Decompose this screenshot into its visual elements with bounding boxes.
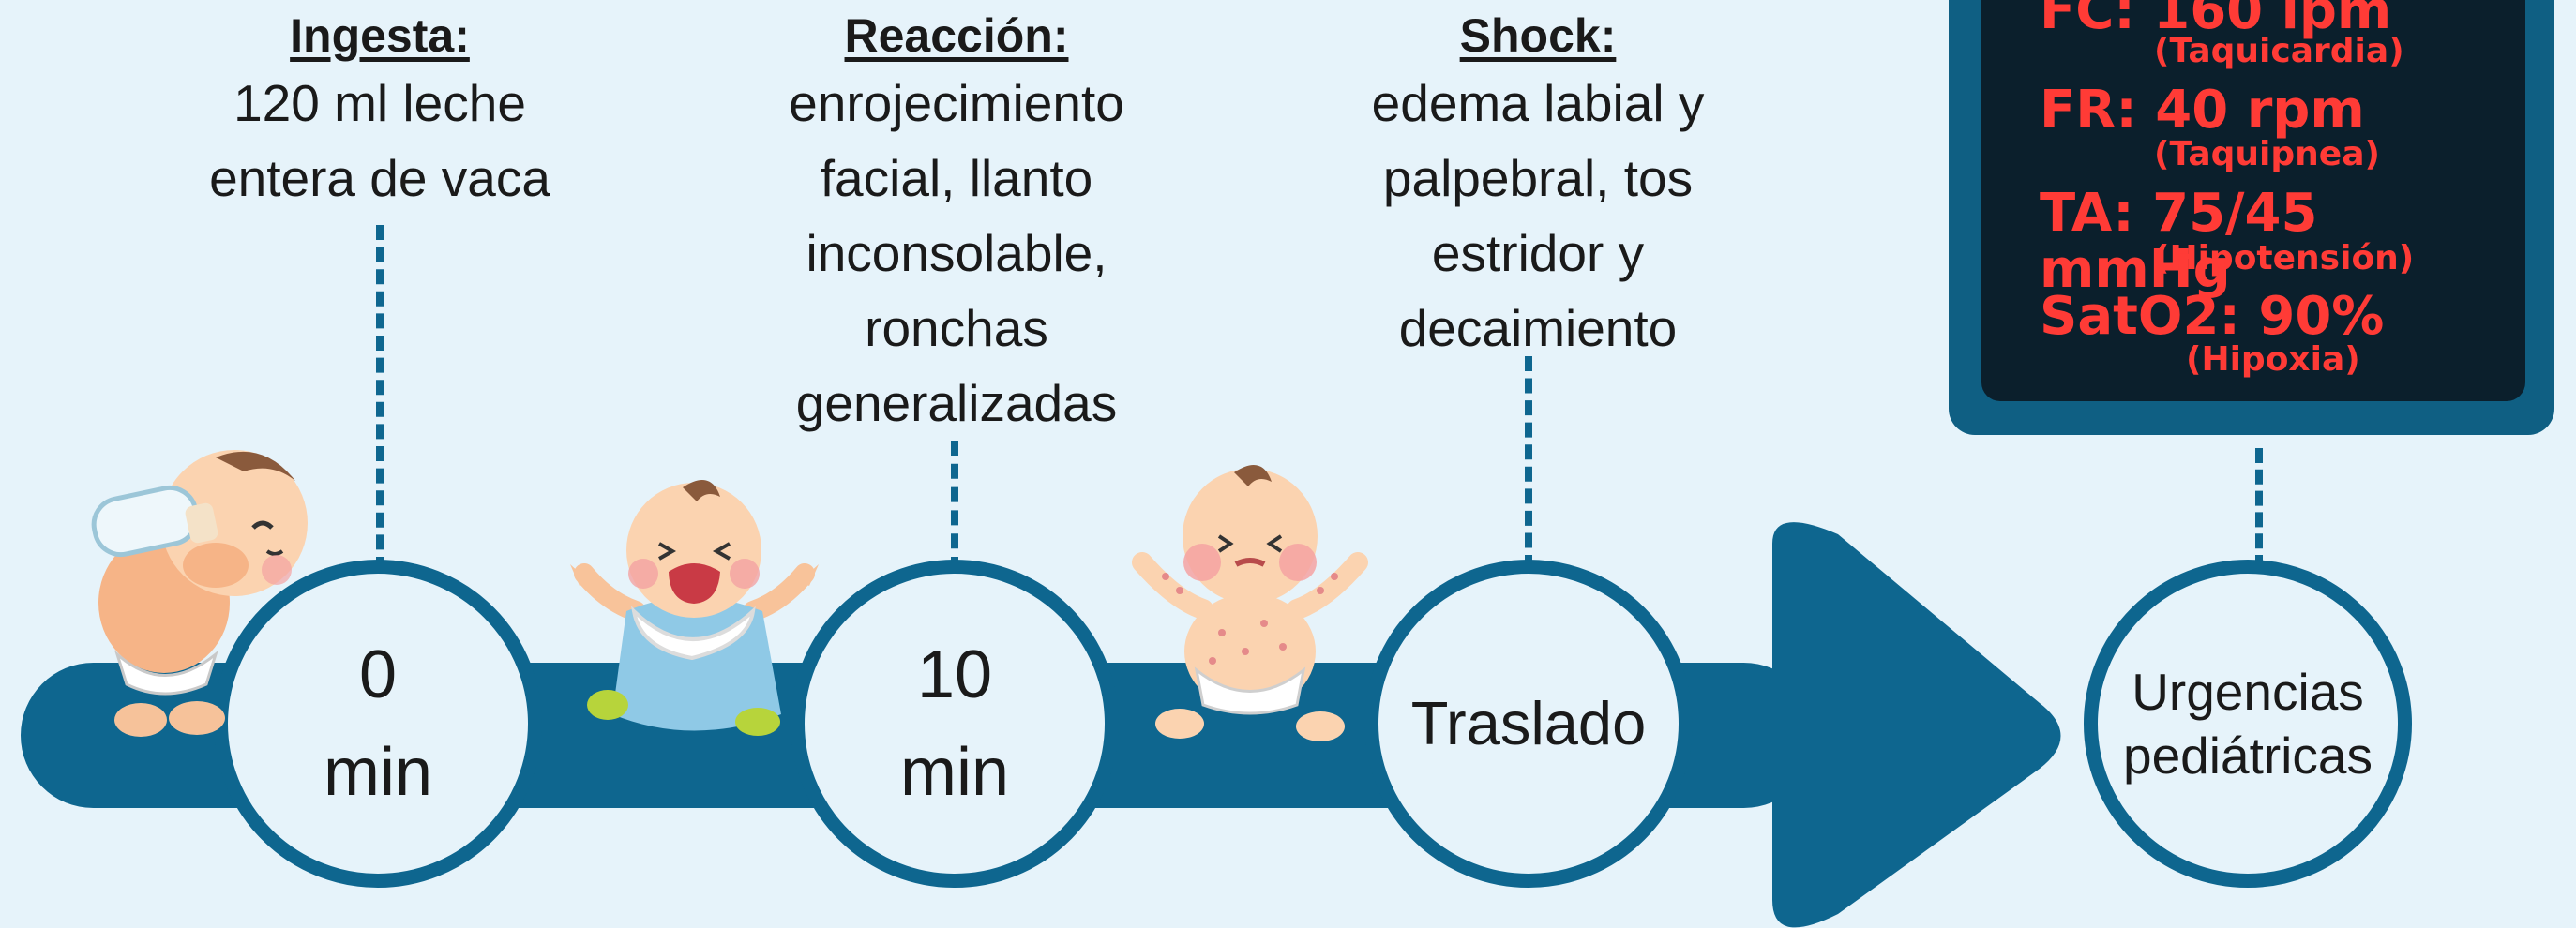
- timeline-node-10min: 10 min: [791, 560, 1119, 888]
- baby-drinking-bottle-illustration: [91, 450, 308, 737]
- event-line: decaimiento: [1398, 299, 1678, 357]
- event-shock: Shock: edema labial y palpebral, tos est…: [1294, 6, 1782, 366]
- event-line: inconsolable,: [806, 224, 1107, 282]
- event-title: Shock:: [1459, 9, 1617, 62]
- connector-dash: [2255, 448, 2263, 570]
- node-label: pediátricas: [2123, 726, 2373, 785]
- event-line: palpebral, tos: [1382, 149, 1694, 207]
- event-title: Ingesta:: [290, 9, 470, 62]
- node-label: 10: [916, 637, 993, 712]
- event-line: entera de vaca: [209, 149, 550, 207]
- vital-ta: TA: 75/45 mmHg: [2040, 186, 2525, 298]
- node-label: Traslado: [1410, 689, 1647, 757]
- node-label: min: [323, 735, 432, 810]
- node-label: min: [899, 735, 1009, 810]
- node-label: Urgencias: [2132, 663, 2364, 721]
- vital-note: (Taquicardia): [2154, 32, 2404, 70]
- vital-note: (Hipotensión): [2154, 239, 2415, 277]
- timeline-node-traslado: Traslado: [1364, 560, 1693, 888]
- event-line: estridor y: [1431, 224, 1645, 282]
- connector-dash: [951, 441, 958, 572]
- vital-label: TA: 75/45 mmHg: [2040, 183, 2318, 300]
- connector-dash: [376, 225, 384, 572]
- vital-fc: FC: 160 lpm: [2040, 0, 2391, 39]
- event-title: Reacción:: [844, 9, 1069, 62]
- vital-note: (Taquipnea): [2154, 135, 2380, 173]
- baby-crying-illustration: [570, 480, 819, 736]
- vital-label: SatO2: 90%: [2040, 286, 2385, 347]
- node-label: 0: [358, 637, 398, 712]
- vital-signs-monitor: FC: 160 lpm (Taquicardia) FR: 40 rpm (Ta…: [1949, 0, 2554, 435]
- monitor-screen: FC: 160 lpm (Taquicardia) FR: 40 rpm (Ta…: [1981, 0, 2525, 401]
- event-line: ronchas: [865, 299, 1048, 357]
- vital-sat: SatO2: 90%: [2040, 289, 2384, 345]
- connector-dash: [1525, 356, 1532, 570]
- event-line: edema labial y: [1371, 74, 1705, 132]
- event-reaccion: Reacción: enrojecimiento facial, llanto …: [713, 6, 1200, 441]
- event-line: enrojecimiento: [789, 74, 1124, 132]
- event-line: generalizadas: [795, 374, 1118, 432]
- vital-fr: FR: 40 rpm: [2040, 82, 2365, 139]
- event-ingesta: Ingesta: 120 ml leche entera de vaca: [145, 6, 614, 216]
- vital-note: (Hipoxia): [2186, 340, 2360, 379]
- vital-label: FC: 160 lpm: [2040, 0, 2392, 41]
- event-line: facial, llanto: [820, 149, 1093, 207]
- event-line: 120 ml leche: [233, 74, 526, 132]
- vital-label: FR: 40 rpm: [2040, 80, 2365, 141]
- baby-with-hives-illustration: [1132, 465, 1368, 741]
- timeline-node-urgencias: Urgencias pediátricas: [2084, 560, 2412, 888]
